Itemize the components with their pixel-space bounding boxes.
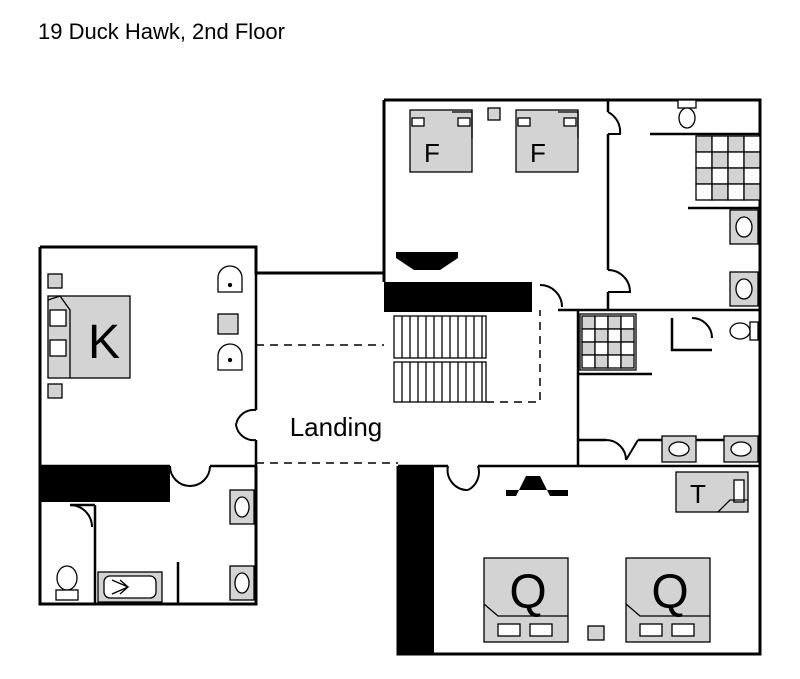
nightstand bbox=[587, 625, 605, 641]
toilet bbox=[677, 99, 697, 129]
shower-tile bbox=[727, 167, 745, 185]
shower-tile bbox=[607, 315, 622, 330]
bed-king bbox=[47, 295, 131, 379]
shower-tile bbox=[594, 354, 609, 369]
shower-tile bbox=[695, 167, 713, 185]
sink bbox=[729, 271, 759, 307]
bed-full-2 bbox=[515, 109, 579, 173]
staircase bbox=[393, 315, 487, 403]
bed-label-queen-1: Q bbox=[509, 566, 546, 619]
shower-tile bbox=[594, 341, 609, 356]
shower-tiles-border bbox=[579, 313, 637, 371]
shower-tile bbox=[727, 135, 745, 153]
chair bbox=[217, 343, 243, 371]
dresser bbox=[217, 313, 239, 335]
door-swings bbox=[69, 111, 713, 528]
door-top-bedroom bbox=[607, 269, 632, 293]
labels: F F K Landing T Q Q bbox=[88, 138, 706, 619]
sink bbox=[229, 489, 255, 525]
shower-tile bbox=[695, 135, 713, 153]
solid-wall-blocks bbox=[40, 252, 568, 654]
bed-label-queen-2: Q bbox=[651, 566, 688, 619]
bed-queen-2 bbox=[625, 557, 711, 643]
door-king bbox=[234, 408, 257, 442]
door-king-closet-2 bbox=[189, 465, 211, 487]
door-wc bbox=[691, 317, 713, 339]
shower-tile bbox=[607, 328, 622, 343]
door-king-bath bbox=[69, 504, 93, 528]
door-king-closet bbox=[169, 465, 191, 487]
door-top-bath bbox=[607, 111, 622, 135]
shower-tile bbox=[607, 354, 622, 369]
door-mid-bath bbox=[605, 439, 627, 461]
shower-tile bbox=[743, 151, 761, 169]
shower-tile bbox=[711, 167, 729, 185]
door-mid-bath-2 bbox=[625, 439, 639, 461]
sink bbox=[723, 435, 759, 463]
shower-tile bbox=[711, 183, 729, 201]
landing-openings bbox=[256, 310, 541, 464]
shower-tile bbox=[581, 315, 596, 330]
bed-label-full-2: F bbox=[530, 138, 546, 168]
shower-tile bbox=[711, 151, 729, 169]
shower-tile bbox=[620, 328, 635, 343]
toilet bbox=[55, 565, 79, 601]
shower-tile bbox=[727, 183, 745, 201]
chair bbox=[217, 265, 243, 293]
plan-title: 19 Duck Hawk, 2nd Floor bbox=[38, 19, 285, 44]
fixtures bbox=[55, 99, 759, 601]
shower-tile bbox=[743, 167, 761, 185]
bed-full-1 bbox=[409, 109, 473, 173]
nightstand bbox=[487, 107, 501, 121]
shower-tile bbox=[620, 315, 635, 330]
shower-tile bbox=[620, 341, 635, 356]
nightstand bbox=[47, 273, 63, 289]
shower-tile bbox=[594, 328, 609, 343]
sink bbox=[729, 209, 759, 245]
bed-label-twin: T bbox=[690, 479, 706, 509]
shower-tile bbox=[594, 315, 609, 330]
shower-tile bbox=[581, 341, 596, 356]
sink bbox=[661, 435, 697, 463]
room-label-landing: Landing bbox=[290, 412, 383, 442]
door-stair-closet bbox=[539, 284, 563, 308]
bed-label-king: K bbox=[88, 316, 120, 369]
nightstand bbox=[47, 383, 63, 399]
bed-queen-1 bbox=[483, 557, 569, 643]
shower-tile bbox=[743, 183, 761, 201]
shower-tile bbox=[607, 341, 622, 356]
shower-tile bbox=[695, 151, 713, 169]
sink bbox=[229, 565, 255, 601]
shower-tiles bbox=[695, 135, 761, 201]
bed-label-full-1: F bbox=[424, 138, 440, 168]
door-lower-bedroom bbox=[446, 465, 469, 492]
shower-tile bbox=[695, 183, 713, 201]
furniture bbox=[47, 107, 761, 643]
shower-tile bbox=[727, 151, 745, 169]
bed-twin bbox=[675, 471, 749, 513]
door-lower-bedroom-2 bbox=[467, 465, 480, 491]
shower-tile bbox=[711, 135, 729, 153]
toilet bbox=[729, 321, 759, 341]
shower-tile bbox=[743, 135, 761, 153]
shower-tile bbox=[581, 354, 596, 369]
shower-tile bbox=[620, 354, 635, 369]
shower-tiles bbox=[581, 315, 635, 369]
shower-tile bbox=[581, 328, 596, 343]
bathtub bbox=[97, 571, 163, 603]
